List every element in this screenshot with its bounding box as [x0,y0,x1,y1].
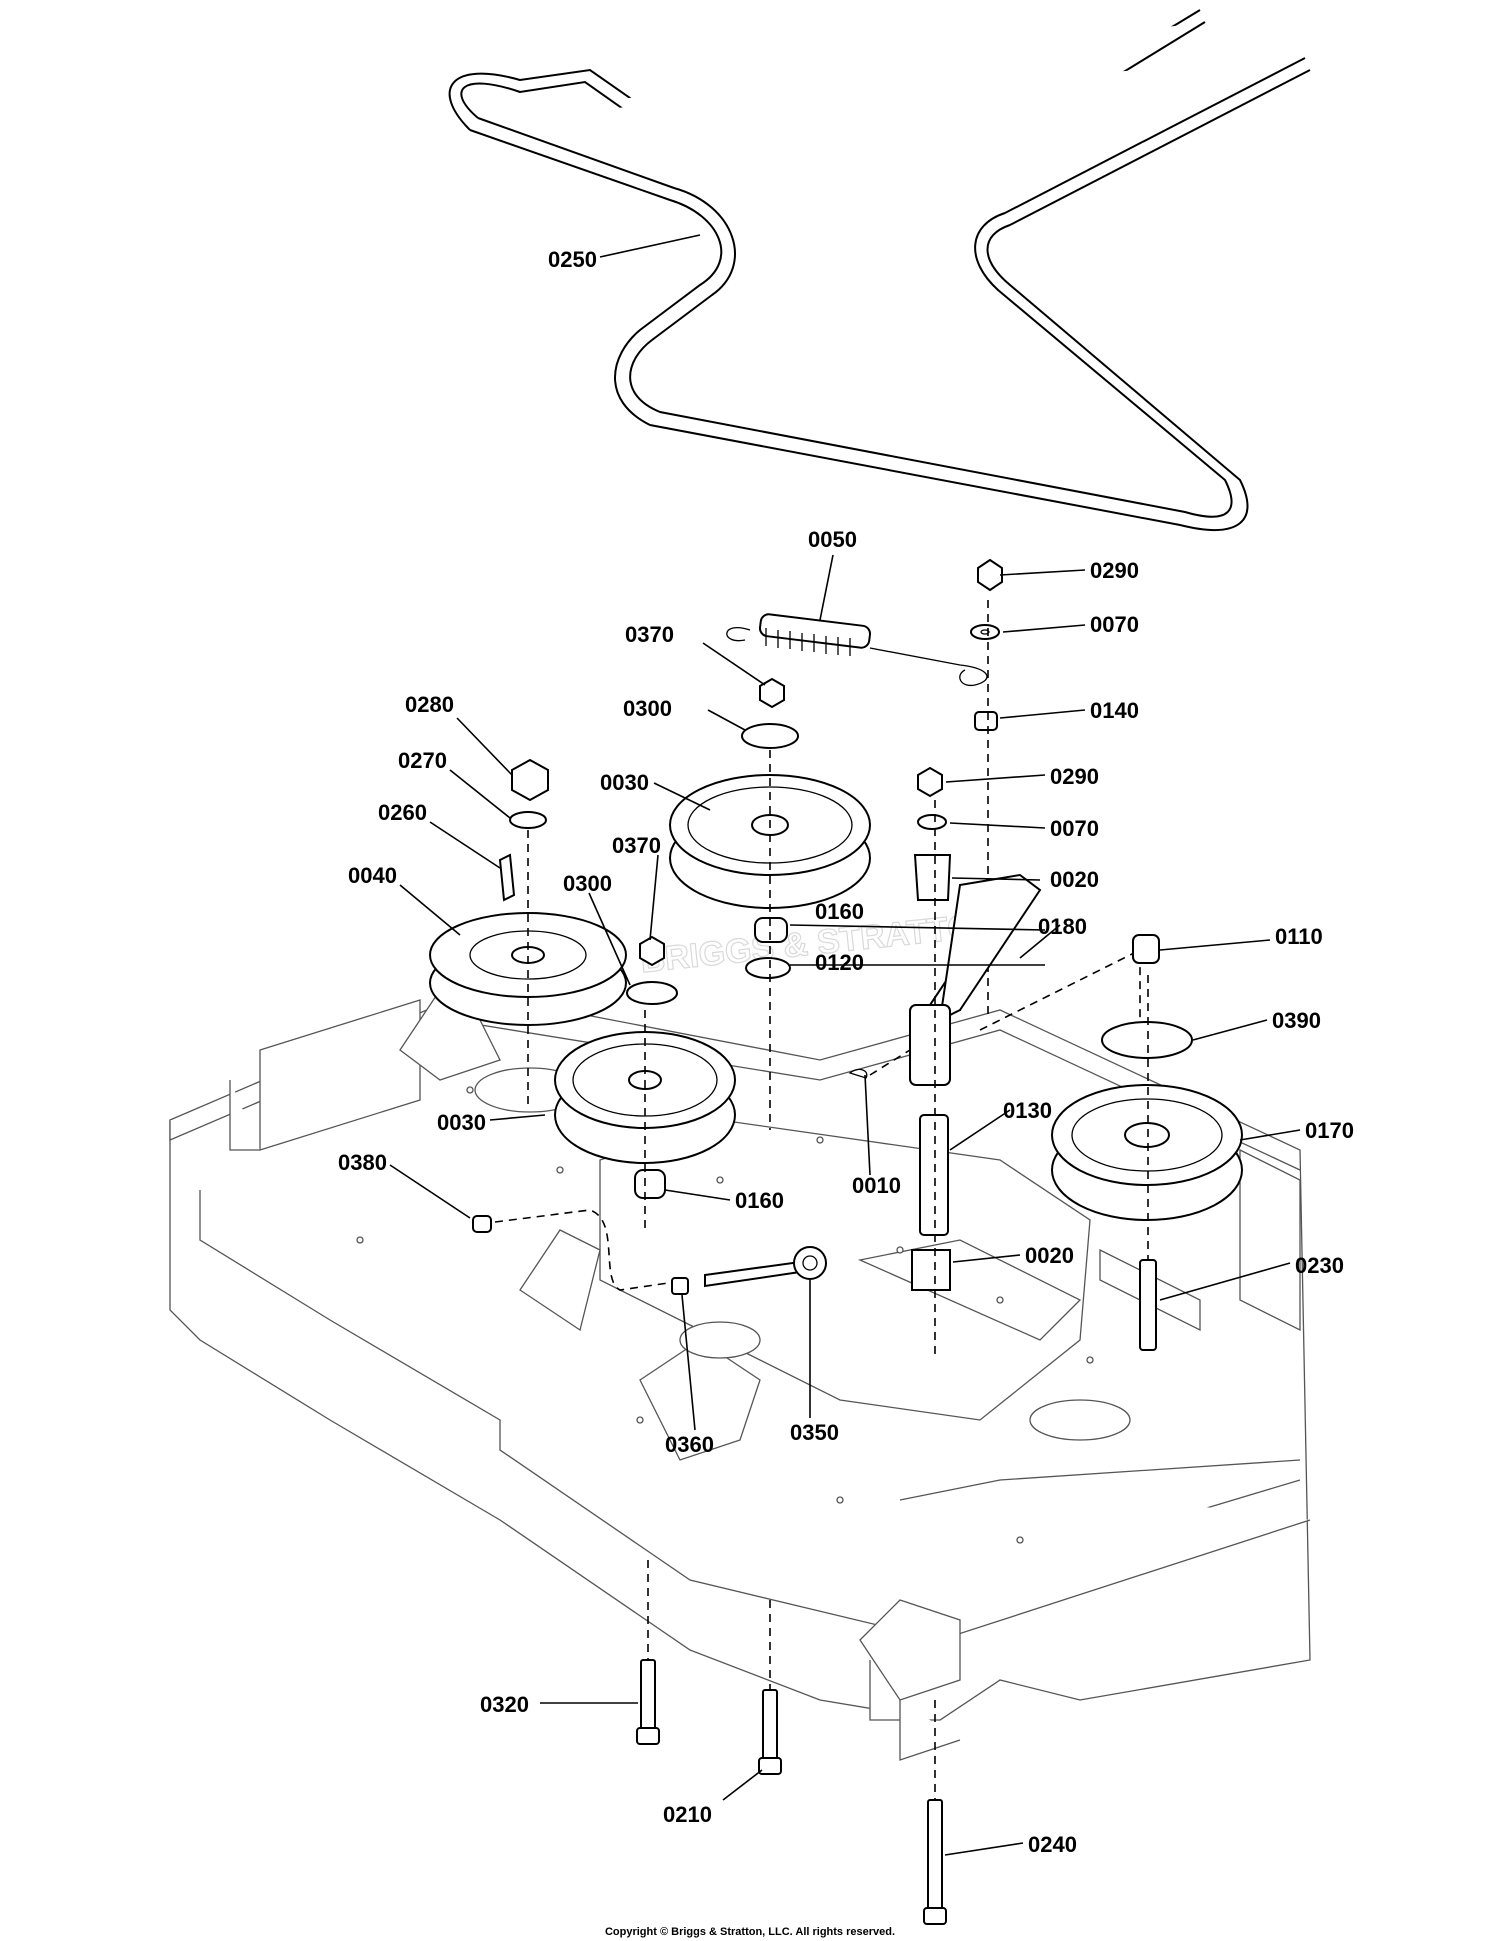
leader-lines [389,234,1301,1856]
part-label-0160: 0160 [815,899,864,924]
part-label-0010: 0010 [852,1173,901,1198]
drive-belt [448,9,1311,531]
part-label-0380: 0380 [338,1150,387,1175]
part-label-0070: 0070 [1090,612,1139,637]
part-label-0320: 0320 [480,1692,529,1717]
part-label-0230: 0230 [1295,1253,1344,1278]
part-label-0370: 0370 [625,622,674,647]
part-label-0110: 0110 [1275,924,1323,949]
part-label-0390: 0390 [1272,1008,1321,1033]
lower-idler-pulley [554,935,736,1230]
part-label-0030: 0030 [600,770,649,795]
part-label-0210: 0210 [663,1802,712,1827]
idler-pivot-assembly [848,766,1141,1360]
part-label-0020b: 0020 [1025,1243,1074,1268]
part-label-0250: 0250 [548,247,597,272]
part-label-0170: 0170 [1305,1118,1354,1143]
part-labels: 0250 0050 0290 0070 0370 0140 0300 0280 … [338,247,1354,1857]
copyright-notice: Copyright © Briggs & Stratton, LLC. All … [604,1926,896,1938]
part-label-0130: 0130 [1003,1098,1052,1123]
part-label-0280: 0280 [405,692,454,717]
part-label-0070b: 0070 [1050,816,1099,841]
part-label-0180: 0180 [1038,914,1087,939]
part-label-0260: 0260 [378,800,427,825]
part-label-0120: 0120 [815,950,864,975]
part-label-0240: 0240 [1028,1832,1077,1857]
belt-adjuster [472,1209,827,1295]
right-idler-pulley [1051,934,1243,1351]
part-label-0040: 0040 [348,863,397,888]
left-drive-pulley [429,758,627,1110]
part-label-0290: 0290 [1090,558,1139,583]
part-label-0020: 0020 [1050,867,1099,892]
part-label-0050: 0050 [808,527,857,552]
part-label-0300b: 0300 [563,871,612,896]
tension-spring [726,613,988,687]
part-label-0140: 0140 [1090,698,1139,723]
part-label-0270: 0270 [398,748,447,773]
part-label-0160b: 0160 [735,1188,784,1213]
bottom-bolts [636,1560,947,1925]
part-label-0350: 0350 [790,1420,839,1445]
part-label-0300: 0300 [623,696,672,721]
upper-idler-pulley [669,677,871,1130]
part-label-0030b: 0030 [437,1110,486,1135]
part-label-0360: 0360 [665,1432,714,1457]
part-label-0290b: 0290 [1050,764,1099,789]
part-label-0370b: 0370 [612,833,661,858]
